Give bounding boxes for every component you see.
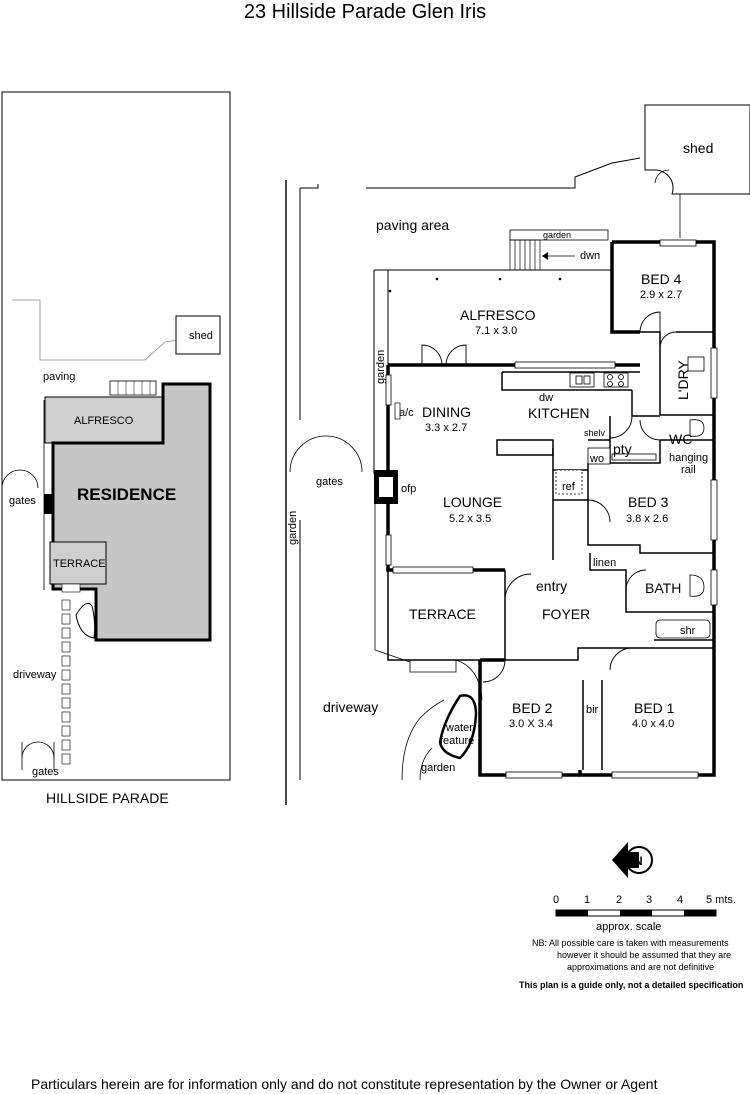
garden-bottom-label: garden bbox=[421, 762, 455, 774]
kitchen-name: KITCHEN bbox=[528, 405, 589, 421]
terrace-name: TERRACE bbox=[409, 606, 476, 622]
path-line bbox=[374, 474, 483, 701]
wo-label: wo bbox=[589, 453, 604, 465]
ac-label: a/c bbox=[399, 407, 414, 419]
bed4-name: BED 4 bbox=[641, 271, 682, 287]
site-path-stones bbox=[61, 599, 71, 765]
dishwasher-label: dw bbox=[539, 392, 553, 404]
site-residence-label: RESIDENCE bbox=[77, 485, 176, 504]
ac-unit bbox=[394, 402, 401, 420]
site-alfresco-label: ALFRESCO bbox=[74, 415, 134, 427]
note-nb-2: however it should be assumed that they a… bbox=[557, 950, 731, 960]
bed3-dim: 3.8 x 2.6 bbox=[626, 513, 668, 525]
site-boundary bbox=[1, 91, 231, 781]
bed1-name: BED 1 bbox=[634, 700, 675, 716]
shower-label: shr bbox=[680, 625, 696, 637]
ref-label: ref bbox=[562, 481, 576, 493]
wc-label: WC bbox=[669, 431, 692, 447]
garden-bed-top bbox=[509, 229, 609, 241]
site-side-gates bbox=[1, 469, 39, 489]
site-shed-label: shed bbox=[189, 330, 213, 342]
water-feature-label-2: feature bbox=[440, 735, 474, 747]
scale-tick-4: 4 bbox=[677, 894, 683, 906]
linen-label: linen bbox=[593, 557, 616, 569]
house-plan: shed paving area garden dwn ALFRESCO 7.1… bbox=[285, 104, 750, 805]
fence-top bbox=[300, 157, 641, 189]
site-gates-label: gates bbox=[9, 495, 36, 507]
site-driveway-label: driveway bbox=[13, 669, 57, 681]
note-nb-3: approximations and are not definitive bbox=[567, 962, 714, 972]
entry-label: entry bbox=[536, 578, 567, 594]
site-chimney bbox=[44, 494, 53, 514]
shelv-label: shelv bbox=[584, 428, 606, 438]
site-plan: shed paving ALFRESCO RESIDENCE TERRACE g… bbox=[1, 91, 231, 806]
garden-top-label: garden bbox=[543, 230, 571, 240]
site-terrace-label: TERRACE bbox=[53, 558, 106, 570]
street-name: HILLSIDE PARADE bbox=[46, 790, 169, 806]
gates-label: gates bbox=[316, 476, 343, 488]
foyer-label: FOYER bbox=[542, 606, 590, 622]
site-water-feature bbox=[75, 603, 96, 639]
alfresco-name: ALFRESCO bbox=[460, 307, 536, 323]
kitchen-fittings bbox=[555, 356, 711, 639]
scale-tick-5: 5 mts. bbox=[706, 894, 736, 906]
interior-walls bbox=[387, 331, 714, 770]
bed2-dim: 3.0 X 3.4 bbox=[509, 718, 553, 730]
note-nb-1: NB: All possible care is taken with meas… bbox=[532, 938, 729, 948]
dining-name: DINING bbox=[422, 404, 471, 420]
ofp-label: ofp bbox=[401, 483, 416, 495]
water-feature-label-1: water bbox=[445, 722, 473, 734]
compass-letter: N bbox=[634, 854, 643, 868]
pty-label: pty bbox=[613, 441, 632, 457]
site-paving-outline bbox=[12, 299, 179, 361]
lounge-name: LOUNGE bbox=[443, 494, 502, 510]
lounge-dim: 5.2 x 3.5 bbox=[449, 513, 491, 525]
site-shed bbox=[175, 315, 221, 355]
paving-area-label: paving area bbox=[376, 217, 449, 233]
page-title: 23 Hillside Parade Glen Iris bbox=[244, 1, 486, 23]
side-gates bbox=[289, 435, 363, 473]
shed bbox=[644, 104, 750, 195]
scale-tick-3: 3 bbox=[646, 894, 652, 906]
rear-steps bbox=[509, 239, 541, 271]
site-steps bbox=[109, 380, 157, 396]
garden-side-label: garden bbox=[375, 350, 387, 384]
scale-label: approx. scale bbox=[596, 921, 661, 933]
alfresco-dim: 7.1 x 3.0 bbox=[475, 325, 517, 337]
hanging-rail-label-1: hanging bbox=[669, 452, 708, 464]
site-gates-bottom-label: gates bbox=[32, 766, 59, 778]
doors bbox=[421, 311, 677, 683]
scale-bar: 0 1 2 3 4 5 mts. approx. scale bbox=[553, 894, 736, 933]
footer-disclaimer: Particulars herein are for information o… bbox=[31, 1076, 658, 1092]
hanging-rail-label-2: rail bbox=[681, 464, 696, 476]
bath-label: BATH bbox=[645, 580, 681, 596]
driveway-label: driveway bbox=[323, 699, 378, 715]
garden-left-label: garden bbox=[287, 511, 299, 545]
windows bbox=[385, 239, 718, 779]
shed-label: shed bbox=[683, 140, 713, 156]
north-compass: N bbox=[612, 842, 653, 878]
bed2-name: BED 2 bbox=[512, 700, 553, 716]
bed3-name: BED 3 bbox=[628, 494, 669, 510]
bed1-dim: 4.0 x 4.0 bbox=[632, 718, 674, 730]
dining-dim: 3.3 x 2.7 bbox=[425, 422, 467, 434]
scale-tick-1: 1 bbox=[584, 894, 590, 906]
bed4-dim: 2.9 x 2.7 bbox=[640, 289, 682, 301]
downpipe-label: dwn bbox=[580, 250, 600, 262]
scale-tick-0: 0 bbox=[553, 894, 559, 906]
note-guide: This plan is a guide only, not a detaile… bbox=[519, 980, 743, 990]
site-front-gates bbox=[21, 741, 55, 759]
alfresco-outline bbox=[373, 269, 612, 474]
water-feature bbox=[438, 694, 478, 760]
bir-label: bir bbox=[586, 704, 599, 716]
site-paving-label: paving bbox=[43, 371, 75, 383]
north-arrow-icon bbox=[612, 842, 639, 878]
terrace-step bbox=[409, 660, 457, 673]
laundry-label: L'DRY bbox=[675, 360, 691, 400]
scale-tick-2: 2 bbox=[616, 894, 622, 906]
